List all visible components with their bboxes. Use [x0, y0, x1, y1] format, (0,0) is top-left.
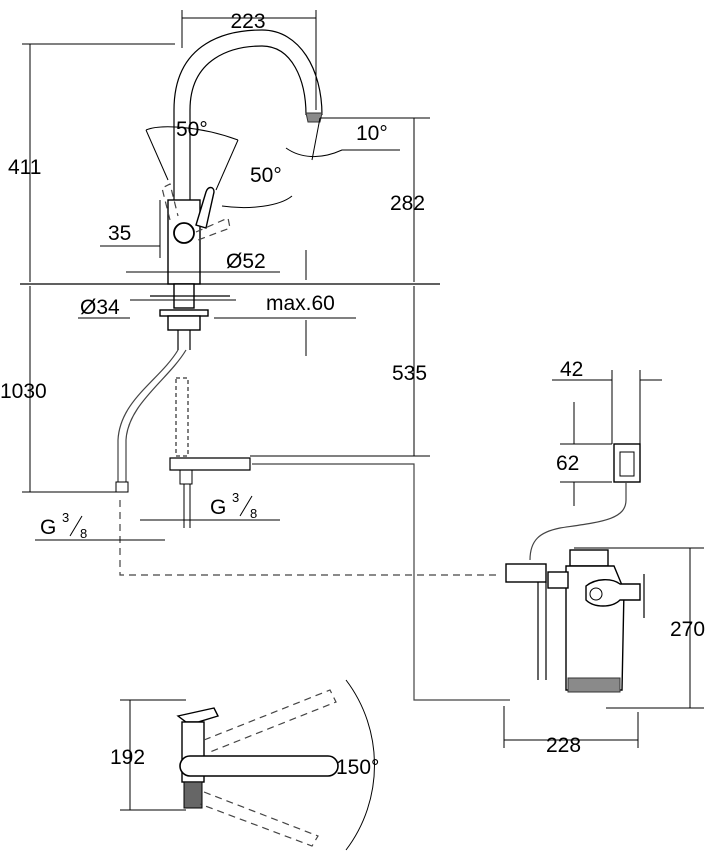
- faucet-front-view: [20, 29, 510, 701]
- label-conn-right-sub: 8: [250, 506, 257, 521]
- label-box-height: 62: [556, 452, 579, 475]
- label-spout-height: 282: [390, 192, 425, 215]
- label-conn-right: G: [210, 496, 226, 519]
- label-filter-height: 270: [670, 618, 705, 641]
- dimension-labels: 223 411 282 50° 50° 10° 35 Ø52 Ø34 max.6…: [0, 10, 705, 779]
- filter-unit: [503, 547, 704, 748]
- label-conn-left-sup: 3: [62, 510, 69, 525]
- control-box: [529, 370, 662, 561]
- label-under-deck: 535: [392, 362, 427, 385]
- lever-handle: [195, 186, 215, 229]
- label-conn-left: G: [40, 516, 56, 539]
- label-swivel-angle: 150°: [336, 756, 379, 779]
- label-side-height: 192: [110, 746, 145, 769]
- label-lever-angle-back: 50°: [176, 118, 208, 141]
- label-spout-tilt: 10°: [356, 122, 388, 145]
- label-filter-width: 228: [546, 734, 581, 757]
- label-lever-offset: 35: [108, 222, 131, 245]
- faucet-side-view: [120, 679, 375, 851]
- label-lever-angle-front: 50°: [250, 164, 282, 187]
- dimension-lines: [22, 10, 430, 541]
- label-max-deck: max.60: [266, 292, 335, 315]
- label-hose-length: 1030: [0, 380, 47, 403]
- spout-swivel: [179, 755, 339, 777]
- label-hole-diameter: Ø34: [80, 296, 120, 319]
- lever-pivot: [173, 222, 195, 244]
- label-body-diameter: Ø52: [226, 250, 266, 273]
- label-conn-left-sub: 8: [80, 526, 87, 541]
- label-conn-right-sup: 3: [232, 490, 239, 505]
- label-box-width: 42: [560, 358, 583, 381]
- label-total-height: 411: [8, 156, 41, 179]
- label-spout-reach: 223: [230, 10, 265, 33]
- aerator: [305, 112, 323, 123]
